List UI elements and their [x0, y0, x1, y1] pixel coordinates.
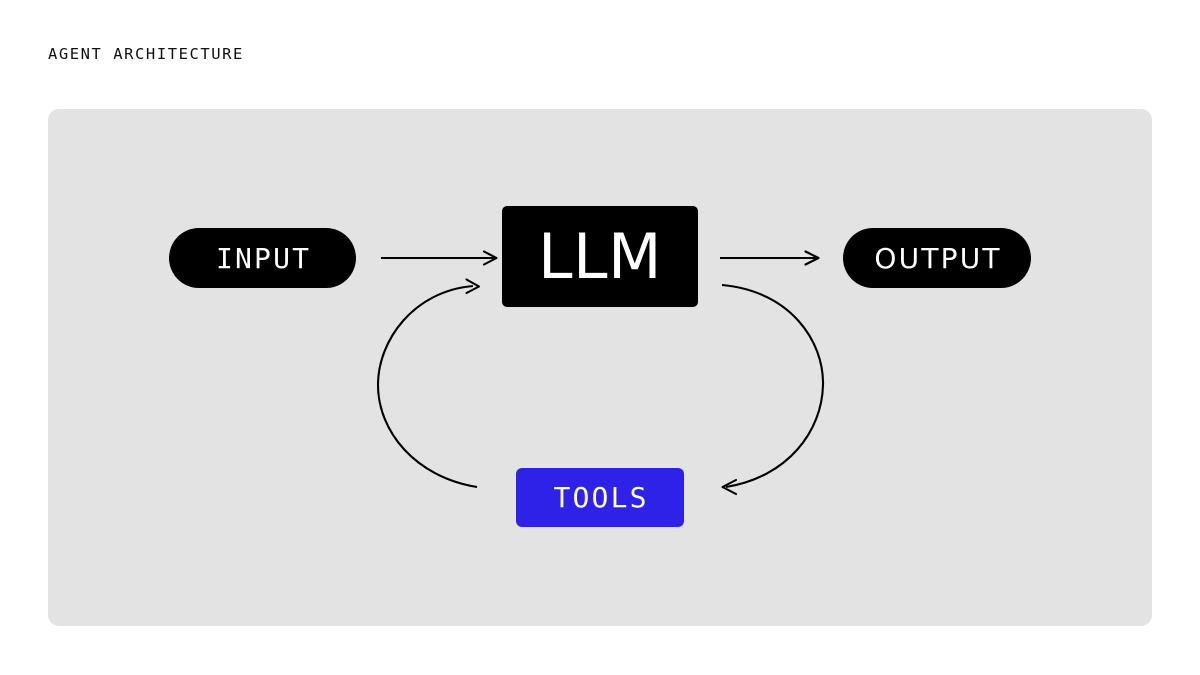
edge-tools-to-llm	[376, 278, 481, 489]
page-title: AGENT ARCHITECTURE	[48, 45, 244, 63]
node-llm[interactable]: LLM	[502, 206, 698, 307]
edge-llm-to-tools	[721, 283, 825, 496]
connector-layer	[376, 250, 825, 496]
node-llm-label: LLM	[537, 219, 663, 293]
node-input[interactable]: INPUT	[169, 228, 356, 288]
diagram-panel: INPUT LLM OUTPUT TOOLS	[48, 109, 1152, 626]
edge-llm-to-output	[720, 250, 820, 266]
node-output[interactable]: OUTPUT	[843, 228, 1031, 288]
node-tools[interactable]: TOOLS	[516, 468, 684, 527]
node-input-label: INPUT	[215, 241, 312, 275]
node-output-label: OUTPUT	[874, 241, 1002, 275]
node-tools-label: TOOLS	[553, 481, 649, 514]
edge-input-to-llm	[381, 250, 498, 266]
